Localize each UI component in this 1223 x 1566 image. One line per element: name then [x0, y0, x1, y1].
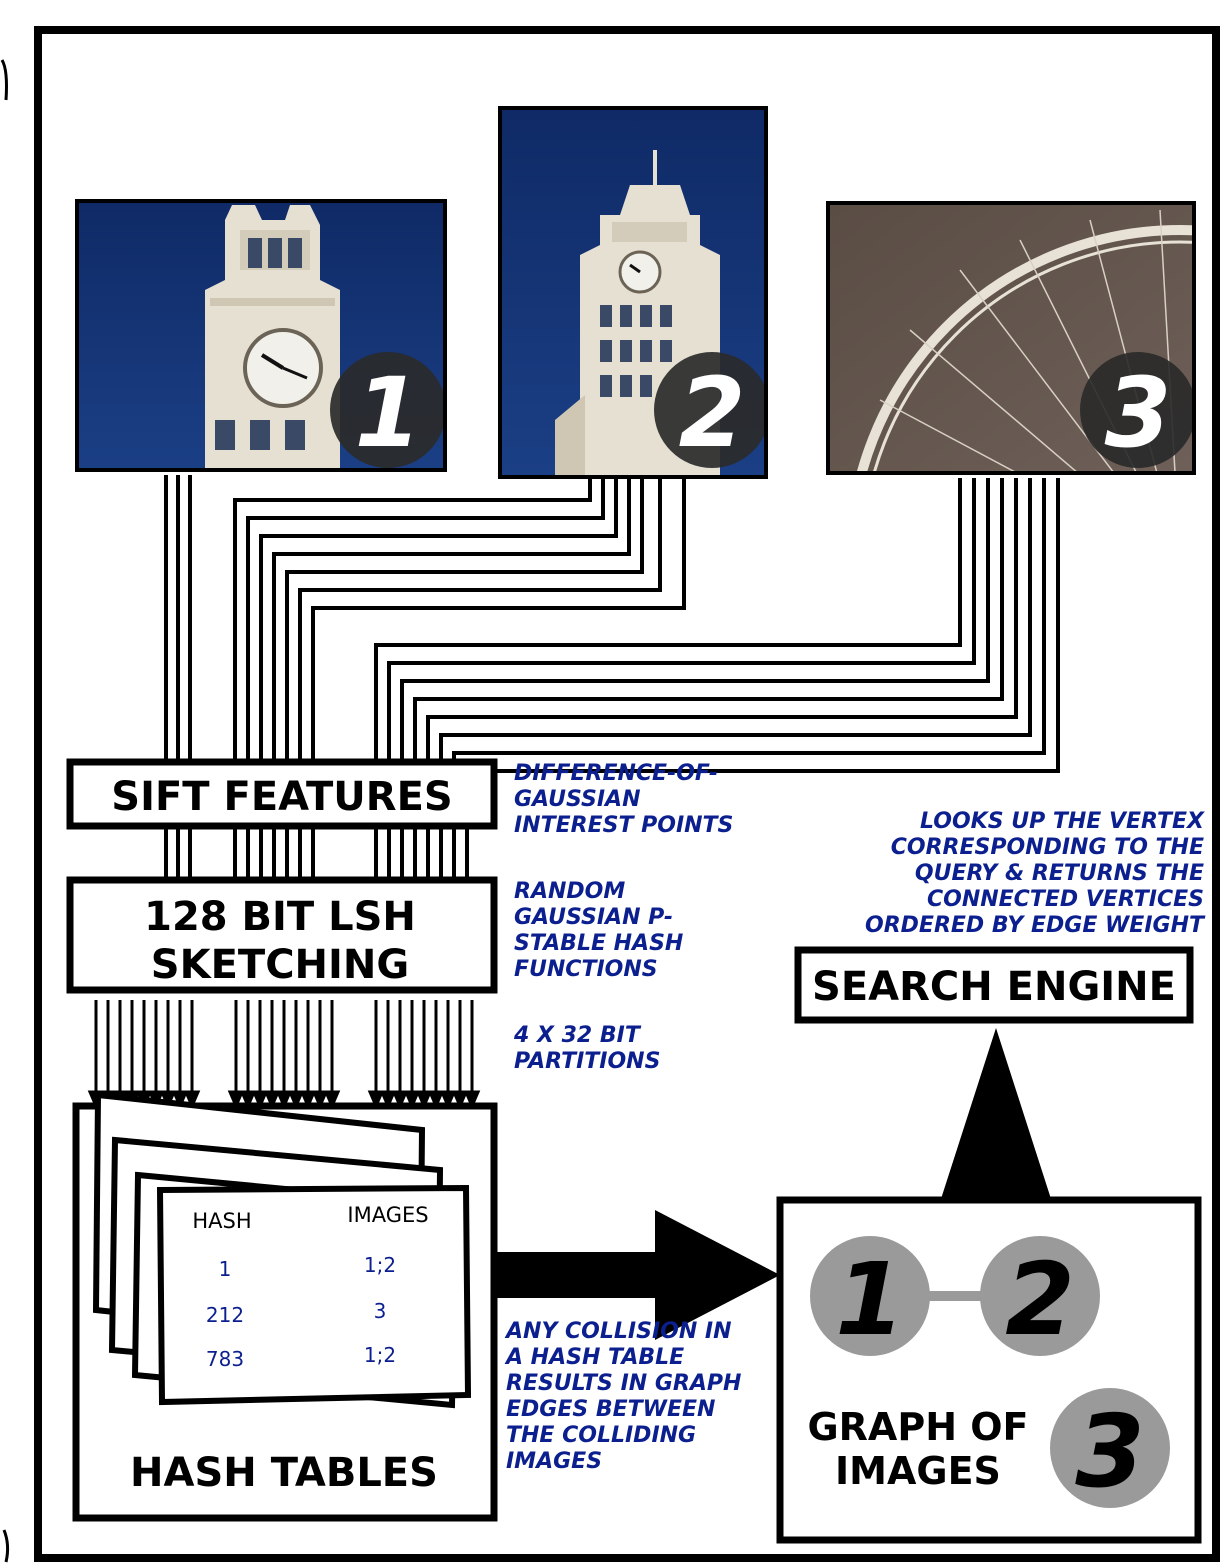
graph-node-2-label: 2	[1005, 1241, 1075, 1358]
photo-1: 1	[75, 199, 447, 472]
note-lsh-line: RANDOM	[514, 879, 625, 904]
note-collision-line: IMAGES	[506, 1449, 602, 1474]
feature-lines	[164, 475, 1060, 900]
note-collision-line: RESULTS IN GRAPH	[506, 1371, 741, 1396]
images-cell-row2: 3	[374, 1299, 387, 1323]
note-lsh: RANDOM GAUSSIAN P- STABLE HASH FUNCTIONS	[514, 879, 683, 982]
images-cell-row3: 1;2	[364, 1343, 396, 1367]
sift-features-box: SIFT FEATURES	[66, 758, 498, 830]
hash-table-sheet: HASH IMAGES 1 1;2 212 3 783 1;2	[156, 1184, 472, 1406]
note-search-line: QUERY & RETURNS THE	[915, 861, 1204, 886]
hash-cell-row1: 1	[219, 1257, 232, 1281]
images-column-header: IMAGES	[347, 1203, 428, 1227]
note-sift-line: INTEREST POINTS	[514, 813, 733, 838]
edge-mark	[2, 1529, 10, 1563]
hash-column-header: HASH	[192, 1209, 251, 1233]
hash-tables-label: HASH TABLES	[130, 1450, 438, 1496]
note-sift-line: GAUSSIAN	[514, 787, 641, 812]
note-collision-line: ANY COLLISION IN	[504, 1319, 732, 1344]
graph-label-line2: IMAGES	[835, 1449, 1001, 1493]
note-collision-line: EDGES BETWEEN	[506, 1397, 715, 1422]
note-collision-line: THE COLLIDING	[506, 1423, 696, 1448]
note-collision-line: A HASH TABLE	[504, 1345, 684, 1370]
photo-number-3: 3	[1105, 357, 1172, 469]
photo-number-1: 1	[355, 357, 422, 469]
images-cell-row1: 1;2	[364, 1253, 396, 1277]
search-engine-box: SEARCH ENGINE	[794, 946, 1194, 1024]
graph-node-1-label: 1	[835, 1241, 905, 1358]
graph-node-3	[1050, 1388, 1170, 1508]
note-partitions: 4 X 32 BIT PARTITIONS	[513, 1023, 660, 1074]
graph-node-3-label: 3	[1075, 1393, 1145, 1510]
hash-cell-row2: 212	[206, 1303, 244, 1327]
photo-3: 3	[826, 201, 1196, 475]
collision-arrow	[496, 1210, 780, 1340]
note-sift: DIFFERENCE-OF- GAUSSIAN INTEREST POINTS	[514, 761, 733, 838]
panel-border	[34, 26, 1220, 1562]
graph-label-line1: GRAPH OF	[807, 1405, 1028, 1449]
graph-node-1	[810, 1236, 930, 1356]
edge-mark	[0, 59, 8, 101]
lsh-label-line1: 128 BIT LSH	[144, 894, 416, 940]
note-partitions-line: 4 X 32 BIT	[513, 1023, 642, 1048]
lsh-sketching-box: 128 BIT LSH SKETCHING	[66, 876, 498, 994]
search-engine-label: SEARCH ENGINE	[812, 964, 1176, 1010]
note-sift-line: DIFFERENCE-OF-	[514, 761, 718, 786]
note-search-line: CONNECTED VERTICES	[927, 887, 1204, 912]
note-search-line: LOOKS UP THE VERTEX	[920, 809, 1205, 834]
query-arrow	[940, 1028, 1052, 1202]
lsh-label-line2: SKETCHING	[151, 942, 409, 988]
hash-arrows	[87, 1000, 481, 1110]
sift-features-label: SIFT FEATURES	[111, 774, 452, 820]
graph-of-images-box: 1 2 3 GRAPH OF IMAGES	[776, 1196, 1202, 1544]
note-search-line: ORDERED BY EDGE WEIGHT	[865, 913, 1206, 938]
hash-cell-row3: 783	[206, 1347, 244, 1371]
note-collision: ANY COLLISION IN A HASH TABLE RESULTS IN…	[504, 1319, 741, 1474]
note-search: LOOKS UP THE VERTEX CORRESPONDING TO THE…	[865, 809, 1206, 938]
graph-node-2	[980, 1236, 1100, 1356]
note-lsh-line: STABLE HASH	[514, 931, 683, 956]
hash-tables-box: HASH IMAGES 1 1;2 212 3 783 1;2 HASH TAB…	[72, 1091, 498, 1522]
note-partitions-line: PARTITIONS	[514, 1049, 660, 1074]
note-lsh-line: GAUSSIAN P-	[514, 905, 673, 930]
note-lsh-line: FUNCTIONS	[514, 957, 658, 982]
photo-number-2: 2	[679, 357, 746, 469]
photo-2: 2	[498, 106, 768, 479]
note-search-line: CORRESPONDING TO THE	[891, 835, 1204, 860]
